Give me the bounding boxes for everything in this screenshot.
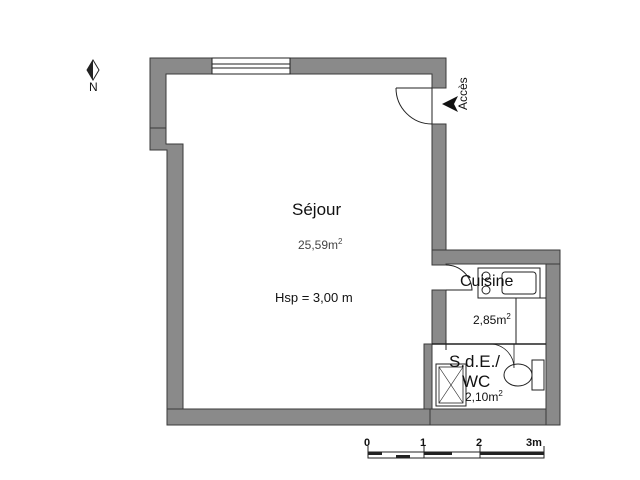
hob-icon xyxy=(481,271,491,281)
scale-label-2: 2 xyxy=(476,437,483,449)
kitchen-fixtures xyxy=(477,267,546,344)
scale-label-1: 1 xyxy=(420,437,427,449)
cuisine-area: 2,85m2 xyxy=(473,312,511,327)
scale-bar xyxy=(367,446,545,459)
scale-label-0: 0 xyxy=(364,437,371,449)
compass-north-label: N xyxy=(89,80,98,94)
sejour-area: 25,59m2 xyxy=(298,237,343,252)
wall-sde-west xyxy=(423,343,433,410)
walls xyxy=(149,57,561,426)
wall-east-outer xyxy=(545,263,561,426)
window-north xyxy=(211,57,291,75)
sde-area: 2,10m2 xyxy=(465,389,503,404)
wall-south-right xyxy=(429,408,547,426)
shower-icon xyxy=(435,363,467,407)
sde-name-line1: S.d.E./ xyxy=(449,352,501,371)
scale-label-3m: 3m xyxy=(526,437,542,449)
access-arrow-icon xyxy=(442,96,458,112)
wall-south xyxy=(166,408,431,426)
wall-east-notch xyxy=(431,249,561,266)
wall-west xyxy=(149,127,184,426)
access-label: Accès xyxy=(456,77,470,110)
wall-east-lower-left xyxy=(431,289,447,345)
wall-east-upper xyxy=(431,123,447,251)
wall-north-right xyxy=(289,57,447,89)
compass-icon xyxy=(86,59,100,81)
kitchen-door xyxy=(445,264,473,291)
toilet-icon xyxy=(503,359,545,391)
entrance-door xyxy=(395,87,433,125)
wall-north-left xyxy=(149,57,213,129)
sejour-height: Hsp = 3,00 m xyxy=(275,290,353,305)
sde-name-line2: WC xyxy=(462,372,491,391)
sde-door xyxy=(489,343,515,369)
cuisine-name: Cuisine xyxy=(460,273,514,290)
sejour-name: Séjour xyxy=(292,200,342,219)
